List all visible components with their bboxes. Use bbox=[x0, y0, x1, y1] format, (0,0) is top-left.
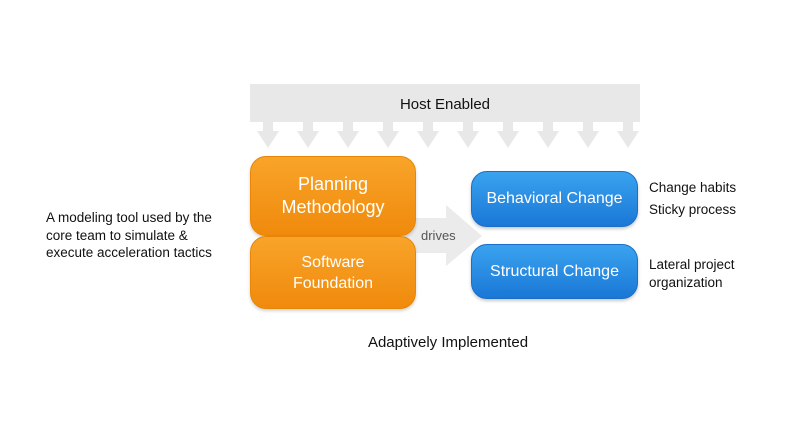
banner-arrow bbox=[457, 122, 479, 148]
banner-arrow bbox=[257, 122, 279, 148]
structural-note: Lateral project organization bbox=[649, 257, 735, 290]
banner-arrow bbox=[537, 122, 559, 148]
structural-change-box: Structural Change bbox=[471, 244, 638, 299]
host-banner-label: Host Enabled bbox=[400, 96, 490, 113]
software-foundation-box: Software Foundation bbox=[250, 236, 416, 309]
behavioral-note-1: Change habits bbox=[649, 180, 737, 195]
software-foundation-label: Software Foundation bbox=[292, 253, 374, 292]
planning-methodology-label: Planning Methodology bbox=[281, 174, 385, 217]
behavioral-change-box: Behavioral Change bbox=[471, 171, 638, 227]
banner-arrow bbox=[617, 122, 639, 148]
banner-arrow bbox=[577, 122, 599, 148]
left-note: A modeling tool used by the core team to… bbox=[46, 210, 212, 260]
behavioral-note-2: Sticky process bbox=[649, 202, 737, 217]
banner-arrow bbox=[497, 122, 519, 148]
structural-change-label: Structural Change bbox=[490, 262, 619, 280]
planning-methodology-box: Planning Methodology bbox=[250, 156, 416, 236]
host-banner-bar bbox=[250, 84, 640, 122]
banner-arrow bbox=[417, 122, 439, 148]
banner-arrow bbox=[297, 122, 319, 148]
banner-arrow bbox=[377, 122, 399, 148]
footer-label: Adaptively Implemented bbox=[367, 334, 529, 351]
host-enabled-banner: Host Enabled bbox=[250, 84, 640, 148]
banner-arrows bbox=[257, 122, 639, 148]
drives-label: drives bbox=[421, 228, 456, 243]
behavioral-change-label: Behavioral Change bbox=[486, 190, 623, 207]
banner-arrow bbox=[337, 122, 359, 148]
